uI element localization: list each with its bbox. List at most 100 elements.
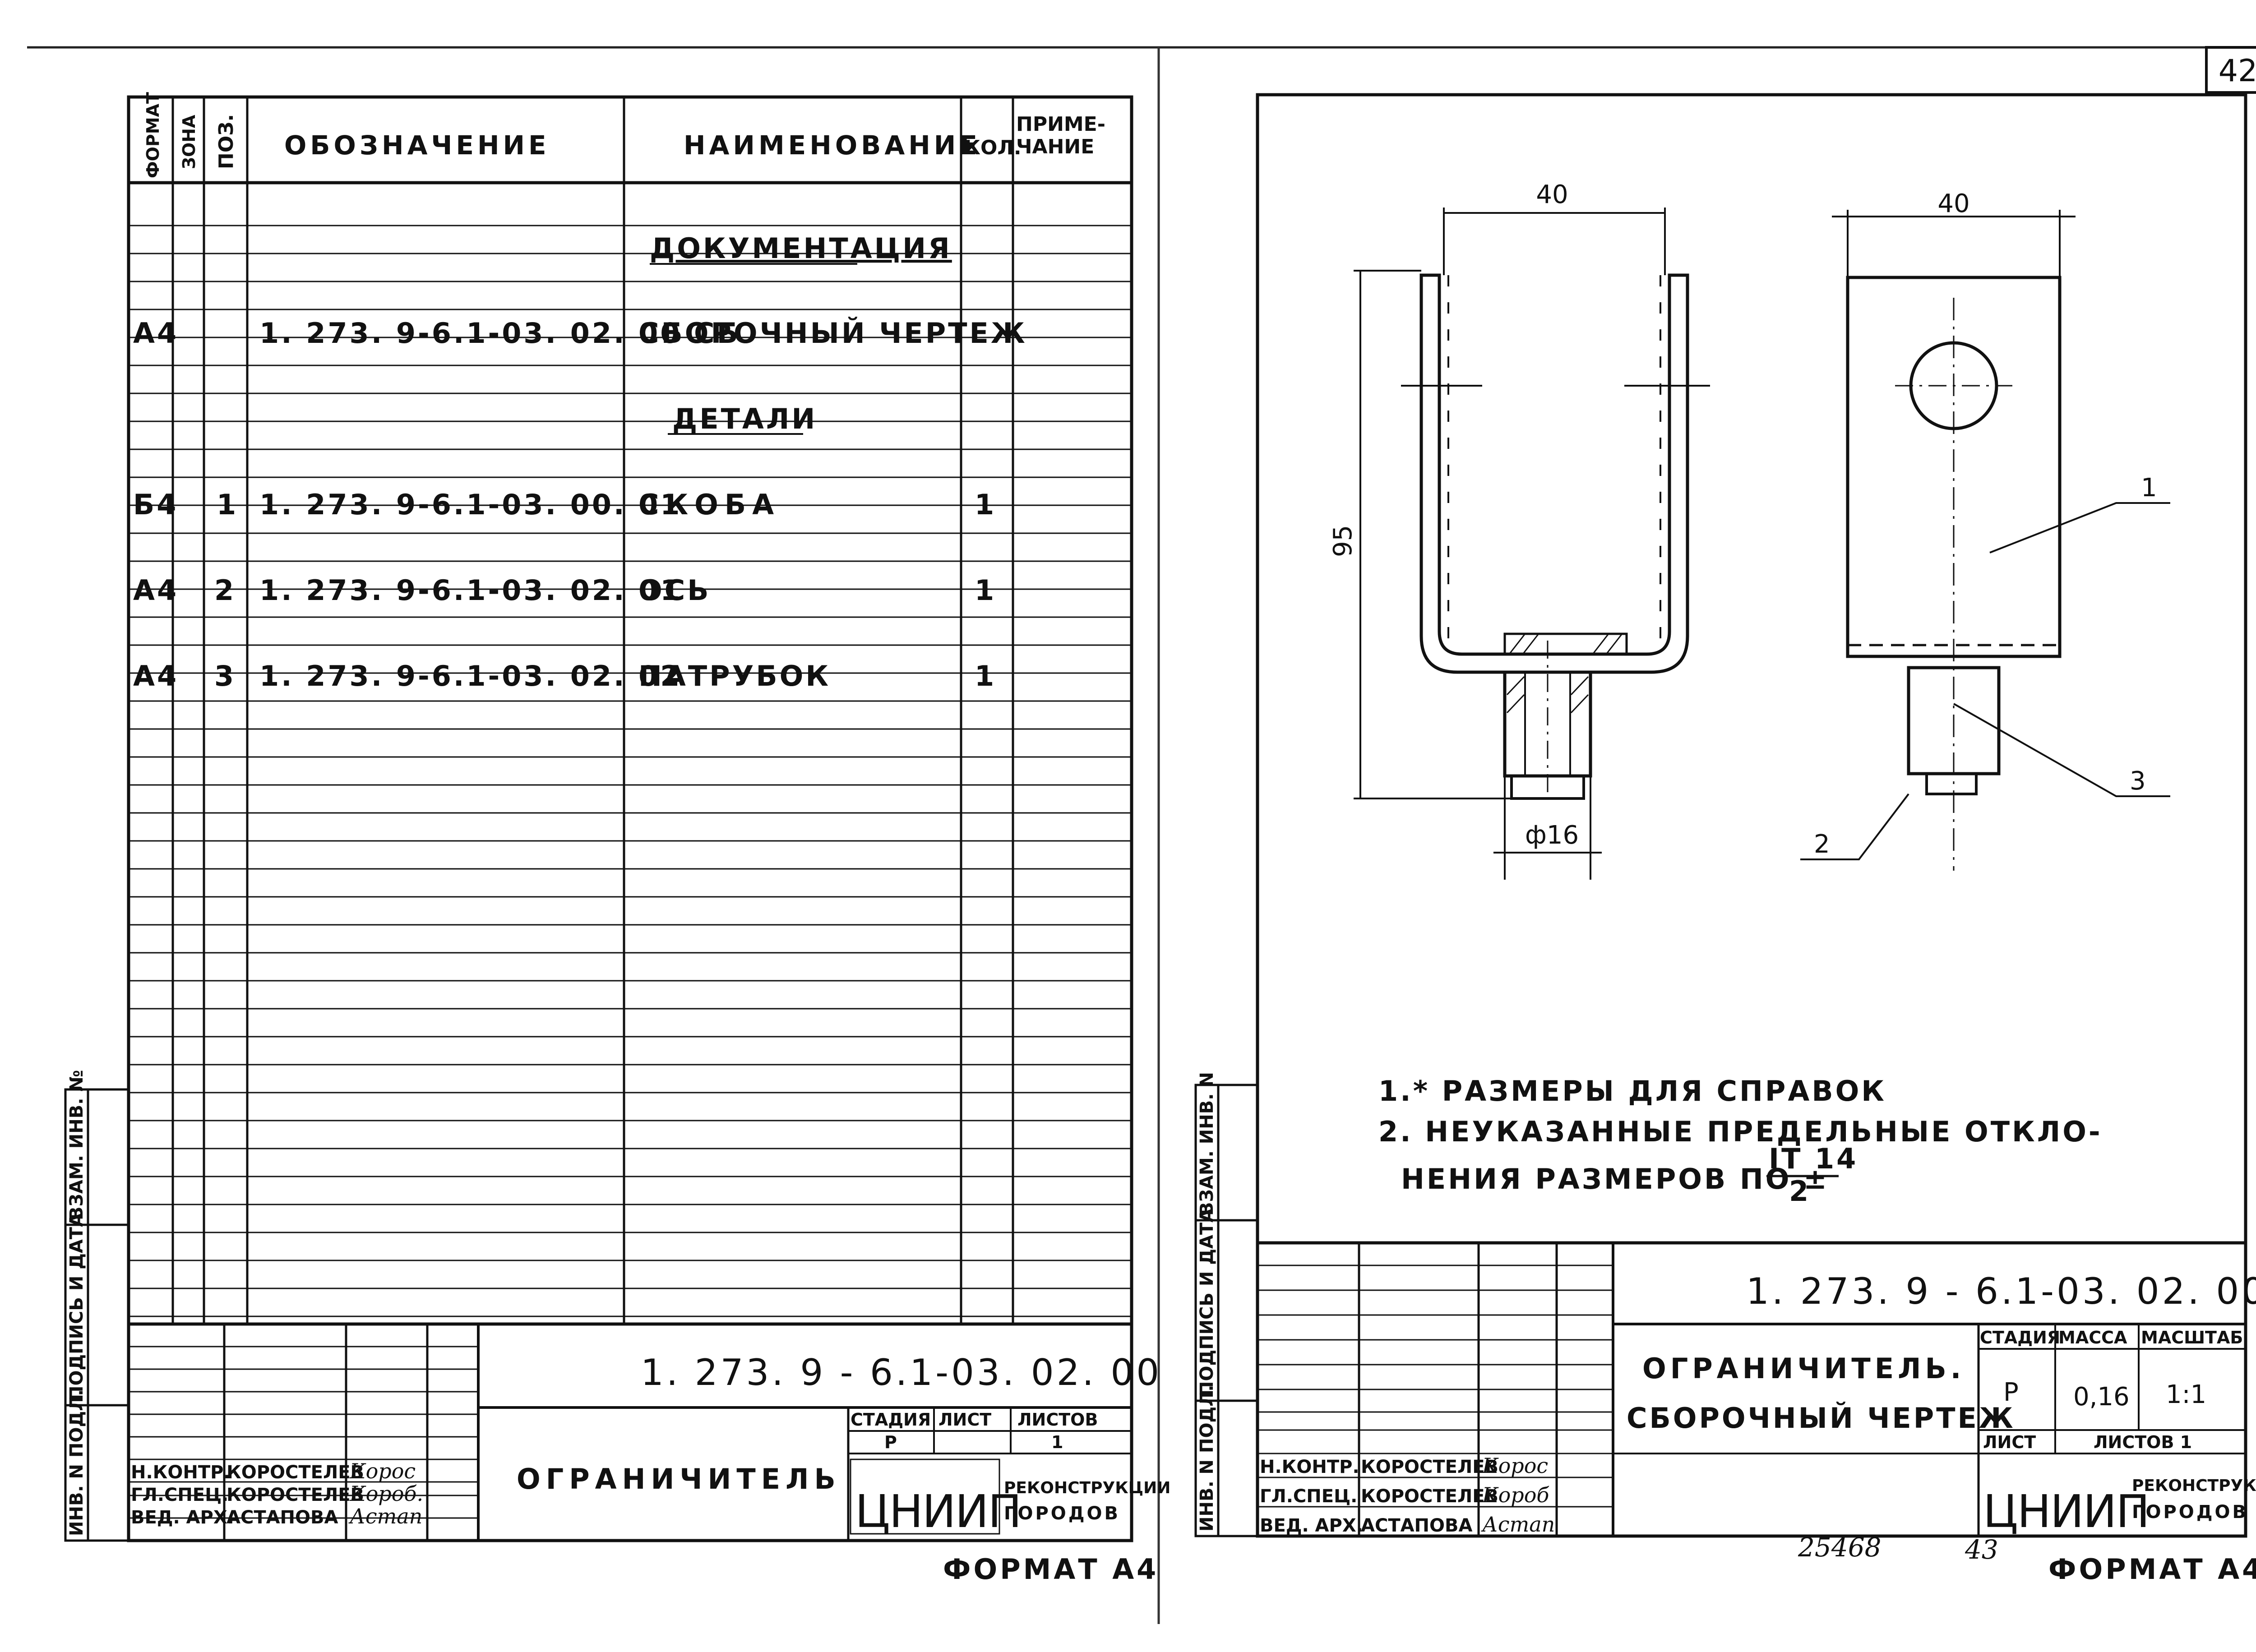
role-lead-arch: ВЕД. АРХ.: [1260, 1515, 1363, 1536]
org-sub-1: РЕКОНСТРУКЦИИ: [1004, 1479, 1170, 1497]
left-sheets-label: ЛИСТОВ: [1017, 1410, 1098, 1430]
row-designation: 1. 273. 9-6.1-03. 02. 00 СБ: [259, 317, 740, 350]
signature: Корос: [1482, 1454, 1548, 1478]
signature: Астап: [1481, 1512, 1555, 1537]
front-view: [1401, 273, 1710, 800]
note-2a: 2. НЕУКАЗАННЫЕ ПРЕДЕЛЬНЫЕ ОТКЛО-: [1378, 1115, 2103, 1148]
side-label-repl: ВЗАМ. ИНВ. №: [66, 1070, 87, 1220]
front-dimensions: [1354, 208, 1666, 880]
spec-row: Б4 1 1. 273. 9-6.1-03. 00. 01 СКОБА 1: [133, 488, 996, 521]
note-fraction-bottom: 2: [1789, 1175, 1811, 1208]
leader-label-1: 1: [2141, 473, 2157, 503]
row-qty: 1: [975, 660, 996, 692]
leader-label-3: 3: [2130, 766, 2146, 796]
row-format: Б4: [133, 488, 178, 521]
header-format: ФОРМАТ: [143, 92, 163, 178]
role-chief-spec: ГЛ.СПЕЦ.: [1260, 1486, 1357, 1507]
right-title-2: СБОРОЧНЫЙ ЧЕРТЕЖ: [1627, 1402, 2016, 1435]
dim-diameter: ф16: [1525, 821, 1579, 850]
right-scale-label: МАСШТАБ: [2141, 1328, 2243, 1347]
left-sheets-value: 1: [1051, 1432, 1063, 1452]
row-name: СКОБА: [638, 488, 780, 521]
header-note-2: ЧАНИЕ: [1016, 135, 1094, 158]
sheet-number: 43: [1965, 1534, 1998, 1565]
right-org-logo: ЦНИИП РЕКОНСТРУКЦИИ ГОРОДОВ: [1983, 1477, 2256, 1538]
right-sheet: 40 95 ф16 40 1 2 3: [1194, 93, 2256, 1586]
left-title: ОГРАНИЧИТЕЛЬ: [517, 1463, 841, 1495]
signature: Короб: [1482, 1483, 1549, 1507]
left-stage-label: СТАДИЯ: [851, 1410, 931, 1430]
left-stage-value: Р: [884, 1432, 897, 1452]
right-title-block: [1257, 1241, 2246, 1536]
person-name: КОРОСТЕЛЕВ: [227, 1485, 364, 1505]
row-name: СБОРОЧНЫЙ ЧЕРТЕЖ: [638, 317, 1027, 350]
leaders: [1800, 502, 2170, 860]
note-1: 1.* РАЗМЕРЫ ДЛЯ СПРАВОК: [1378, 1075, 1886, 1107]
note-2b: НЕНИЯ РАЗМЕРОВ ПО ±: [1401, 1163, 1829, 1195]
row-qty: 1: [975, 488, 996, 521]
right-mass-value: 0,16: [2073, 1382, 2130, 1412]
left-format-label: ФОРМАТ А4: [943, 1553, 1159, 1586]
page-number: 42: [2219, 53, 2256, 89]
right-stage-value: Р: [2003, 1378, 2019, 1407]
person-name: КОРОСТЕЛЕВ: [1361, 1486, 1498, 1507]
notes: 1.* РАЗМЕРЫ ДЛЯ СПРАВОК 2. НЕУКАЗАННЫЕ П…: [1378, 1075, 2103, 1208]
side-label-sign: ПОДПИСЬ И ДАТА: [1197, 1209, 1217, 1396]
row-format: А4: [133, 660, 179, 692]
leader-label-2: 2: [1814, 830, 1830, 859]
left-sheet-label: ЛИСТ: [938, 1410, 991, 1430]
header-pos: ПОЗ.: [215, 114, 238, 169]
side-label-inv: ИНВ. N ПОДЛ.: [1197, 1385, 1217, 1532]
role-lead-arch: ВЕД. АРХ.: [131, 1507, 234, 1528]
side-view: [1846, 276, 2062, 871]
left-doc-code: 1. 273. 9 - 6.1-03. 02. 00: [641, 1352, 1162, 1394]
side-dimensions: [1832, 210, 2076, 277]
signature: Корос: [349, 1459, 416, 1483]
left-sheet: ФОРМАТ ЗОНА ПОЗ. ОБОЗНАЧЕНИЕ НАИМЕНОВАНИ…: [64, 92, 1170, 1586]
org-main: ЦНИИП: [1983, 1485, 2149, 1538]
dim-front-width: 40: [1536, 180, 1568, 209]
row-designation: 1. 273. 9-6.1-03. 02. 01: [259, 574, 682, 607]
row-pos: 3: [214, 660, 236, 692]
row-name: ПАТРУБОК: [638, 660, 831, 692]
dim-side-width: 40: [1937, 189, 1969, 218]
spec-row: А4 1. 273. 9-6.1-03. 02. 00 СБ СБОРОЧНЫЙ…: [133, 317, 1027, 350]
right-scale-value: 1:1: [2166, 1380, 2206, 1409]
role-n-control: Н.КОНТР.: [1260, 1457, 1359, 1477]
right-mass-label: МАССА: [2058, 1328, 2127, 1347]
right-sheet-label: ЛИСТ: [1983, 1432, 2036, 1452]
spec-row: А4 2 1. 273. 9-6.1-03. 02. 01 ОСЬ 1: [133, 574, 996, 607]
org-sub-1: РЕКОНСТРУКЦИИ: [2132, 1477, 2256, 1495]
role-n-control: Н.КОНТР.: [131, 1462, 231, 1483]
header-note-1: ПРИМЕ-: [1016, 113, 1105, 136]
header-designation: ОБОЗНАЧЕНИЕ: [284, 130, 550, 161]
row-format: А4: [133, 317, 179, 350]
right-doc-code: 1. 273. 9 - 6.1-03. 02. 00 СБ: [1746, 1270, 2256, 1312]
dim-height: 95: [1328, 525, 1358, 557]
section-documentation: ДОКУМЕНТАЦИЯ: [650, 232, 952, 265]
right-format-label: ФОРМАТ А4: [2048, 1553, 2256, 1586]
role-chief-spec: ГЛ.СПЕЦ.: [131, 1485, 228, 1505]
row-pos: 1: [217, 488, 238, 521]
side-label-sign: ПОДПИСЬ И ДАТА: [66, 1213, 87, 1401]
org-main: ЦНИИП: [855, 1485, 1021, 1538]
spec-table-rows: [129, 225, 1132, 1317]
left-frame: [127, 95, 1133, 1542]
side-label-repl: ВЗАМ. ИНВ. N: [1197, 1072, 1217, 1216]
signature: Астап: [348, 1504, 422, 1528]
person-name: КОРОСТЕЛЕВ: [227, 1462, 364, 1483]
org-sub-2: ГОРОДОВ: [2132, 1502, 2248, 1523]
right-title-1: ОГРАНИЧИТЕЛЬ.: [1642, 1352, 1965, 1385]
left-org-logo: ЦНИИП РЕКОНСТРУКЦИИ ГОРОДОВ: [850, 1458, 1170, 1538]
header-zone: ЗОНА: [179, 115, 199, 169]
row-qty: 1: [975, 574, 996, 607]
row-designation: 1. 273. 9-6.1-03. 02. 02: [259, 660, 682, 692]
row-pos: 2: [214, 574, 236, 607]
spec-row: А4 3 1. 273. 9-6.1-03. 02. 02 ПАТРУБОК 1: [133, 660, 996, 692]
header-qty: КОЛ.: [964, 136, 1022, 159]
row-designation: 1. 273. 9-6.1-03. 00. 01: [259, 488, 682, 521]
right-side-strip: [1194, 1084, 1259, 1537]
signature: Короб.: [349, 1481, 423, 1506]
right-frame: [1256, 93, 2247, 1538]
